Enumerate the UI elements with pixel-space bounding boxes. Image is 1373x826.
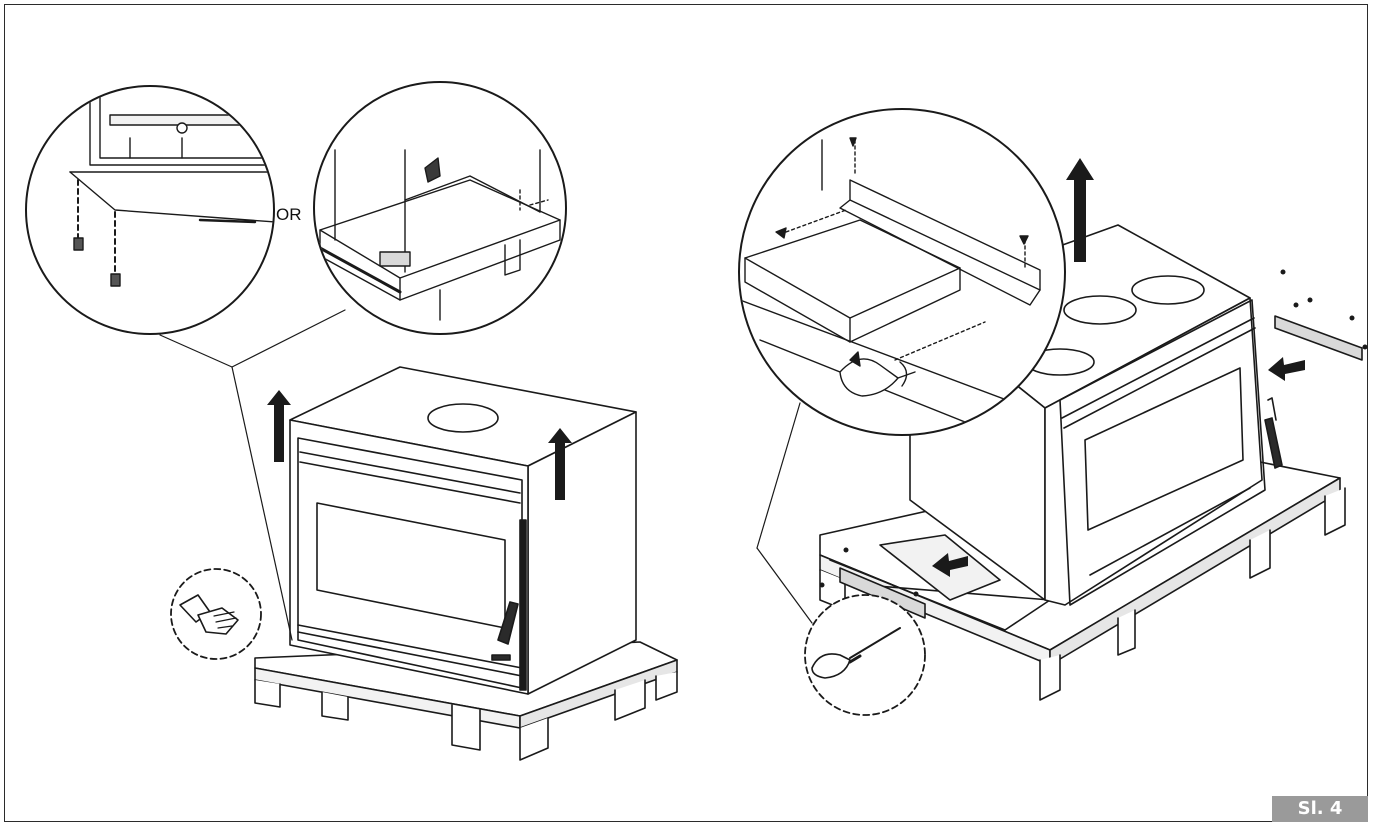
gloves-icon (170, 568, 262, 660)
arrow-up-icon (267, 390, 572, 500)
left-callout-leaders (159, 309, 346, 641)
left-fireplace-unit (289, 366, 637, 695)
page-frame (4, 4, 1368, 822)
screwdriver-icon (804, 594, 926, 716)
arrow-left-icon (932, 357, 1305, 577)
detail-circle-base (313, 81, 567, 335)
right-callout-leaders (756, 402, 813, 624)
or-label: OR (276, 205, 302, 224)
detail-circle-feet (25, 85, 275, 335)
brand-plate (491, 654, 511, 661)
flue-collar (427, 403, 499, 433)
removed-rail-right (1274, 269, 1368, 361)
arrow-up-icon (1066, 158, 1094, 262)
removed-rail-left (819, 547, 926, 619)
detail-circle-bracket (738, 108, 1066, 436)
figure-number-badge: Sl. 4 (1272, 796, 1368, 822)
